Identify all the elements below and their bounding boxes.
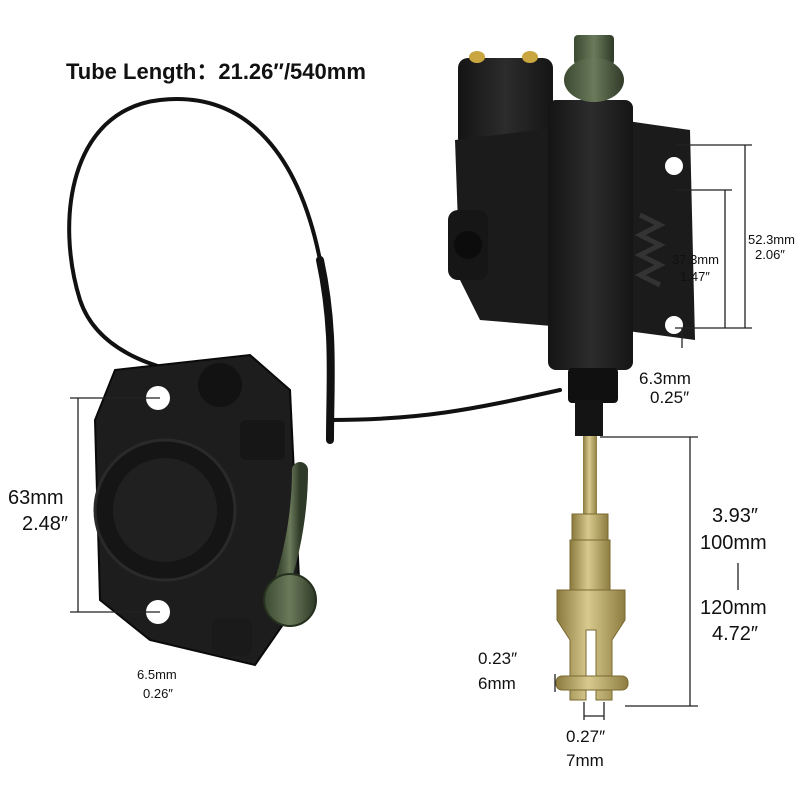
rod-min-in: 3.93″ — [712, 505, 759, 527]
clevis-slot-mm: 7mm — [566, 751, 604, 770]
caliper-hole-in: 0.26″ — [143, 686, 173, 701]
mc-hole-mm: 6.3mm — [639, 369, 691, 388]
mc-hole-in: 0.25″ — [650, 388, 690, 407]
tube-length-label: Tube Length：21.26″/540mm — [66, 59, 366, 84]
mc-inner-mm: 37.3mm — [672, 252, 719, 267]
clevis-pin-mm: 6mm — [478, 674, 516, 693]
mc-lower-hole — [665, 316, 683, 334]
dimension-lines — [70, 144, 752, 720]
rod-max-mm: 120mm — [700, 597, 767, 619]
brake-hose — [67, 97, 562, 444]
brake-caliper — [93, 353, 317, 667]
rod-max-in: 4.72″ — [712, 623, 759, 645]
clevis-pin-in: 0.23″ — [478, 649, 518, 668]
caliper-hole-mm: 6.5mm — [137, 667, 177, 682]
rod-min-mm: 100mm — [700, 532, 767, 554]
push-rod — [555, 400, 629, 701]
mc-hole-spacing-in: 2.06″ — [755, 247, 785, 262]
mc-hole-spacing-mm: 52.3mm — [748, 232, 795, 247]
mc-upper-hole — [665, 157, 683, 175]
clevis-slot-in: 0.27″ — [566, 727, 606, 746]
mc-inner-in: 1.47″ — [680, 269, 710, 284]
caliper-mount-in: 2.48″ — [22, 513, 69, 535]
caliper-mount-mm: 63mm — [8, 487, 64, 509]
master-cylinder — [448, 35, 695, 403]
